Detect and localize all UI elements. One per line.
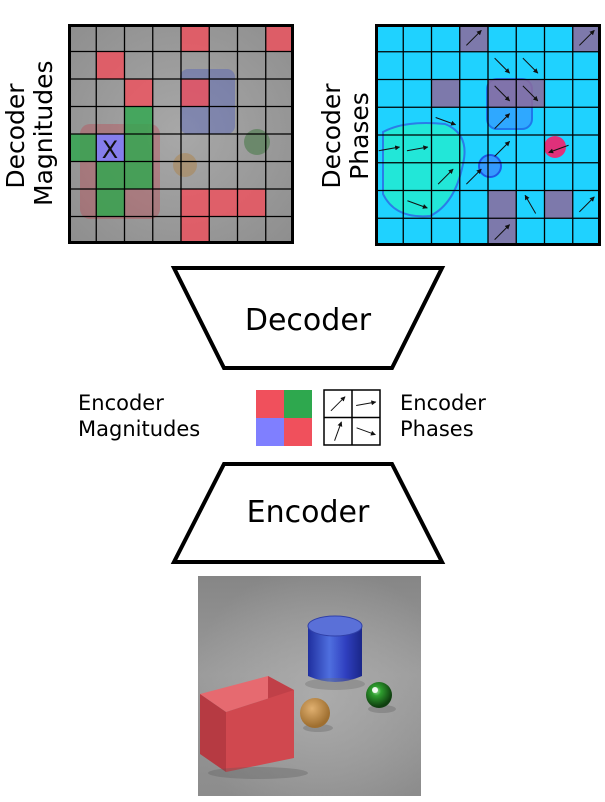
encoder-magnitude-cell (256, 390, 284, 418)
green-sphere-icon (366, 682, 396, 713)
decoder-magnitudes-grid: X (68, 24, 294, 244)
encoder-phase-arrow (356, 400, 377, 406)
input-scene-image (198, 576, 421, 796)
encoder-magnitudes-line-2: Magnitudes (78, 417, 201, 441)
encoder-magnitude-cell (284, 418, 312, 446)
phase-arrow (494, 85, 510, 102)
encoder-phases-label: Encoder Phases (400, 390, 486, 442)
phase-cell (431, 79, 460, 108)
decoder-magnitudes-line-1: Decoder (1, 83, 30, 189)
red-cube-icon (200, 676, 308, 779)
marked-cell-label: X (102, 136, 118, 164)
encoder-magnitude-cell (256, 418, 284, 446)
encoder-phase-arrow (334, 421, 343, 441)
magnitude-cell (96, 134, 125, 162)
decoder-phases-line-2: Phases (345, 92, 374, 180)
blue-cylinder-icon (305, 615, 365, 690)
encoder-phases-line-2: Phases (400, 417, 474, 441)
magnitude-cell (124, 79, 153, 107)
phase-arrow (378, 145, 401, 152)
phase-cell (488, 190, 517, 219)
decoder-title: Decoder (244, 303, 372, 338)
phase-arrow (494, 113, 510, 129)
encoder-magnitudes-line-1: Encoder (78, 391, 164, 415)
decoder-phases-grid (375, 24, 601, 246)
magnitude-cell (237, 189, 266, 217)
magnitude-cell (68, 134, 97, 162)
magnitude-cell (181, 216, 210, 244)
magnitude-cell (96, 161, 125, 189)
phase-arrow (494, 141, 510, 157)
phase-arrow (406, 145, 429, 152)
phase-arrow (437, 168, 454, 185)
encoder-magnitudes-label: Encoder Magnitudes (78, 390, 200, 442)
decoder-phases-line-1: Decoder (317, 83, 346, 189)
phase-arrow (524, 194, 537, 214)
decoder-magnitudes-label: Decoder Magnitudes (1, 60, 58, 206)
decoder-block (170, 266, 446, 370)
phases-border (375, 24, 601, 246)
magnitude-cell (181, 24, 210, 52)
phase-arrow (494, 224, 510, 240)
encoder-title: Encoder (246, 495, 370, 530)
phase-arrow (522, 85, 539, 102)
encoder-magnitudes-grid (256, 390, 312, 446)
phase-arrow (466, 168, 482, 185)
magnitude-cell (209, 189, 238, 217)
encoder-magnitude-cell (284, 390, 312, 418)
phase-arrow (435, 117, 457, 126)
magnitude-cell (181, 189, 210, 217)
encoder-phases-line-1: Encoder (400, 391, 486, 415)
magnitudes-border (68, 24, 294, 244)
phase-arrow (579, 196, 595, 213)
decoder-phases-label: Decoder Phases (317, 66, 374, 206)
phase-arrow (548, 144, 569, 154)
phase-arrow (494, 57, 510, 74)
magnitude-cell (96, 51, 125, 79)
encoder-phase-arrow (330, 396, 346, 412)
phase-arrow (466, 30, 482, 46)
magnitude-cell (124, 161, 153, 189)
phase-arrow (407, 200, 428, 209)
magnitude-cell (181, 79, 210, 107)
magnitude-cell (265, 24, 294, 52)
ghost-sphere-icon (173, 129, 270, 177)
encoder-phase-arrow (356, 427, 376, 436)
encoder-phases-grid (323, 389, 381, 446)
phase-cell (544, 190, 573, 219)
magnitude-cell (124, 106, 153, 134)
phase-arrow (522, 57, 539, 74)
magnitude-cell (124, 134, 153, 162)
decoder-magnitudes-line-2: Magnitudes (29, 60, 58, 206)
orange-sphere-icon (300, 698, 333, 732)
magnitude-cell (96, 189, 125, 217)
encoder-block (170, 462, 446, 564)
phase-arrow (579, 30, 595, 46)
